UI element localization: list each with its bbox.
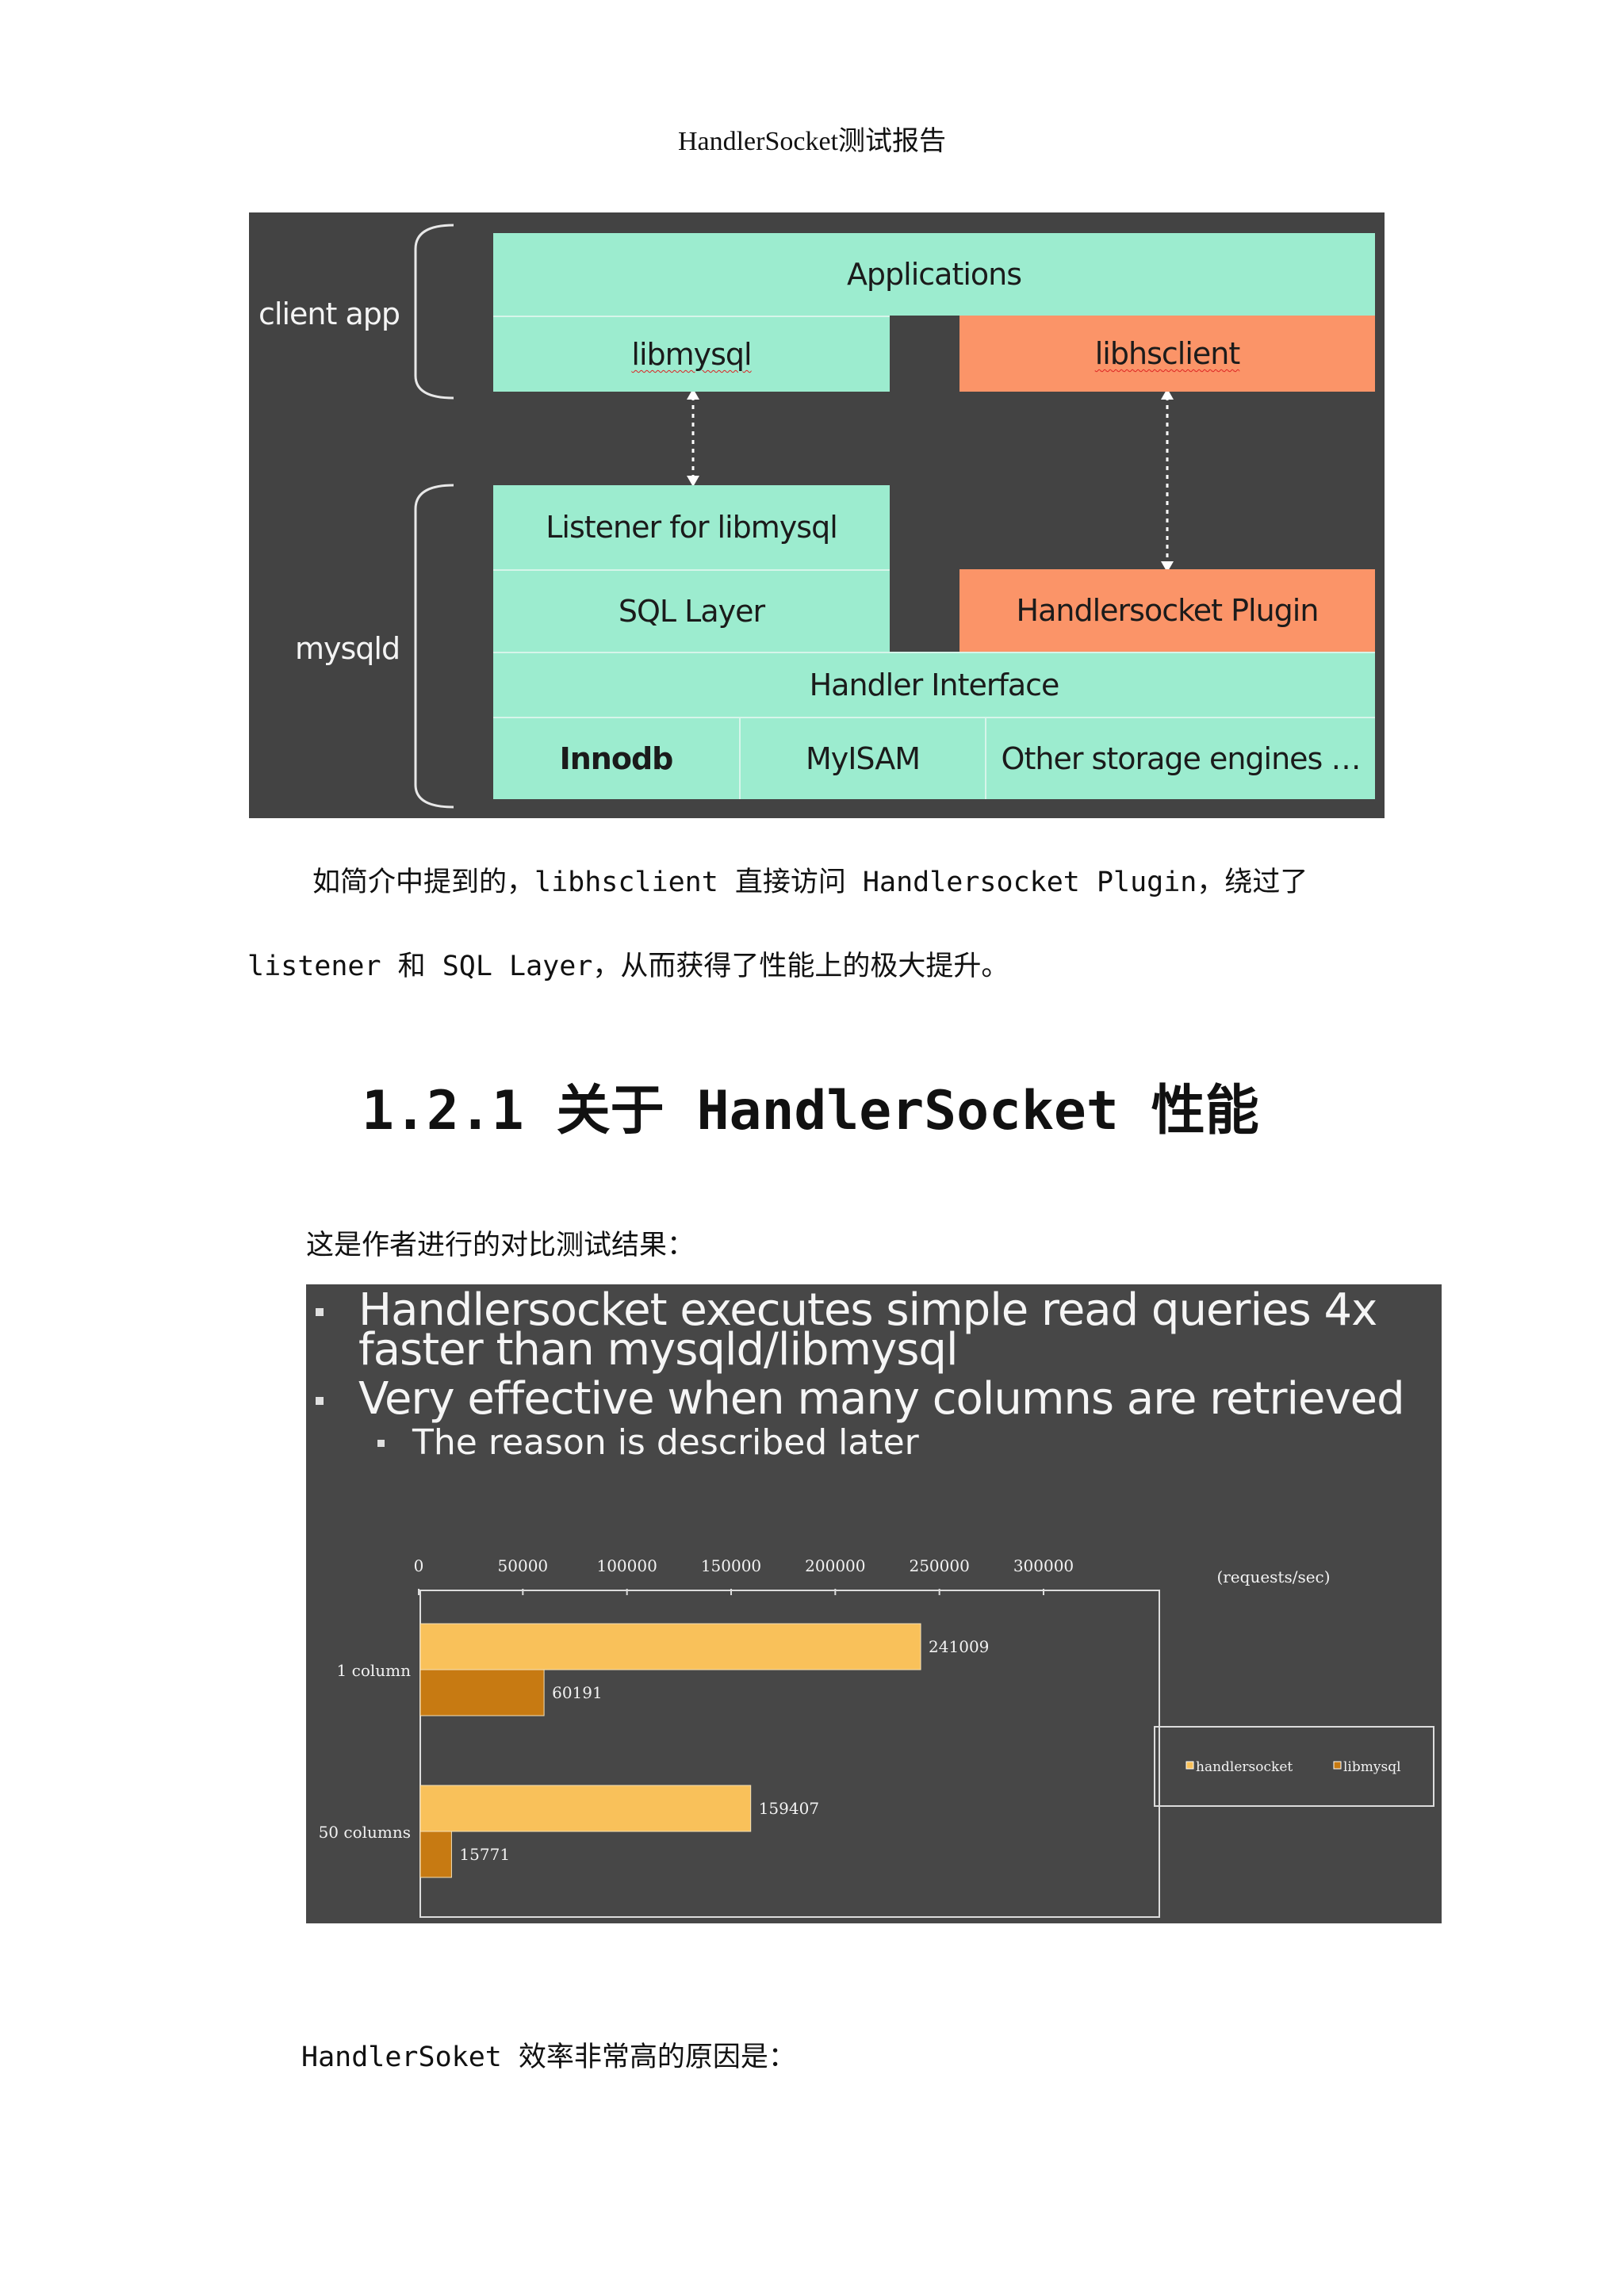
applications-label: Applications [846,257,1022,292]
listener-box: Listener for libmysql [493,485,890,569]
x-tick-label: 200000 [805,1556,865,1575]
data-label: 60191 [552,1683,603,1702]
sub-bullet: The reason is described later [412,1422,919,1463]
myisam-box: MyISAM [739,717,985,799]
x-tick-label: 300000 [1013,1556,1074,1575]
closing-text: HandlerSoket 效率非常高的原因是： [301,2042,796,2073]
bullet-1-continuation: faster than mysqld/libmysql [358,1324,959,1376]
legend-label: libmysql [1343,1759,1401,1775]
libmysql-label: libmysql [631,337,752,372]
sub-bullet-square-icon [377,1440,385,1447]
benchmark-slide: Handlersocket executes simple read queri… [306,1284,1442,1923]
handler-interface-box: Handler Interface [493,652,1375,717]
legend-swatch-libmysql [1333,1761,1342,1770]
sql-layer-box: SQL Layer [493,569,890,652]
x-tick-label: 0 [414,1556,424,1575]
data-label: 15771 [459,1845,510,1864]
bar-libmysql [419,1669,545,1716]
intro-text: 这是作者进行的对比测试结果： [306,1230,695,1261]
legend-frame [1154,1726,1434,1807]
x-tick-label: 150000 [701,1556,761,1575]
x-tick-label: 100000 [596,1556,657,1575]
bullet-1: Handlersocket executes simple read queri… [358,1284,1377,1336]
architecture-diagram: client app mysqld Applications libmysql … [249,212,1385,818]
other-engines-label: Other storage engines … [1001,741,1362,776]
benchmark-chart: 0 50000 100000 150000 200000 250000 300000 (req… [319,1556,1434,1918]
legend-swatch-handlersocket [1185,1761,1194,1770]
client-app-label: client app [259,297,400,331]
page-header: HandlerSocket测试报告 [677,127,947,156]
libhsclient-box: libhsclient [959,316,1375,392]
applications-box: Applications [493,233,1375,316]
bar-libmysql [419,1831,452,1878]
server-brace-icon [414,484,454,809]
sql-layer-label: SQL Layer [618,594,765,629]
bullet-2: Very effective when many columns are ret… [358,1373,1405,1425]
handler-interface-label: Handler Interface [809,668,1060,702]
bar-handlersocket [419,1785,752,1832]
x-tick-label: 50000 [498,1556,549,1575]
innodb-box: Innodb [493,717,739,799]
bullet-square-icon [316,1308,324,1316]
hs-plugin-box: Handlersocket Plugin [959,569,1375,652]
data-label: 241009 [929,1637,989,1656]
category-label: 50 columns [319,1823,411,1842]
data-label: 159407 [759,1799,819,1818]
other-engines-box: Other storage engines … [985,717,1375,799]
innodb-label: Innodb [559,741,674,776]
category-label: 1 column [337,1661,412,1680]
listener-label: Listener for libmysql [546,510,838,545]
x-tick-label: 250000 [909,1556,969,1575]
paragraph-line-2: listener 和 SQL Layer，从而获得了性能上的极大提升。 [247,951,1009,982]
plot-area-frame [419,1590,1160,1918]
mysqld-label: mysqld [295,631,400,666]
myisam-label: MyISAM [805,741,921,776]
unit-label: (requests/sec) [1216,1567,1330,1586]
libmysql-box: libmysql [493,316,890,392]
client-brace-icon [414,224,454,400]
paragraph-line-1: 如简介中提到的，libhsclient 直接访问 Handlersocket P… [312,867,1308,898]
diagram-connectors [414,224,1174,809]
section-heading: 1.2.1 关于 HandlerSocket 性能 [362,1080,1259,1142]
bullet-square-icon [316,1397,324,1405]
legend-label: handlersocket [1196,1759,1293,1775]
bar-handlersocket [419,1623,921,1670]
libhsclient-label: libhsclient [1094,336,1240,371]
hs-plugin-label: Handlersocket Plugin [1016,593,1320,628]
